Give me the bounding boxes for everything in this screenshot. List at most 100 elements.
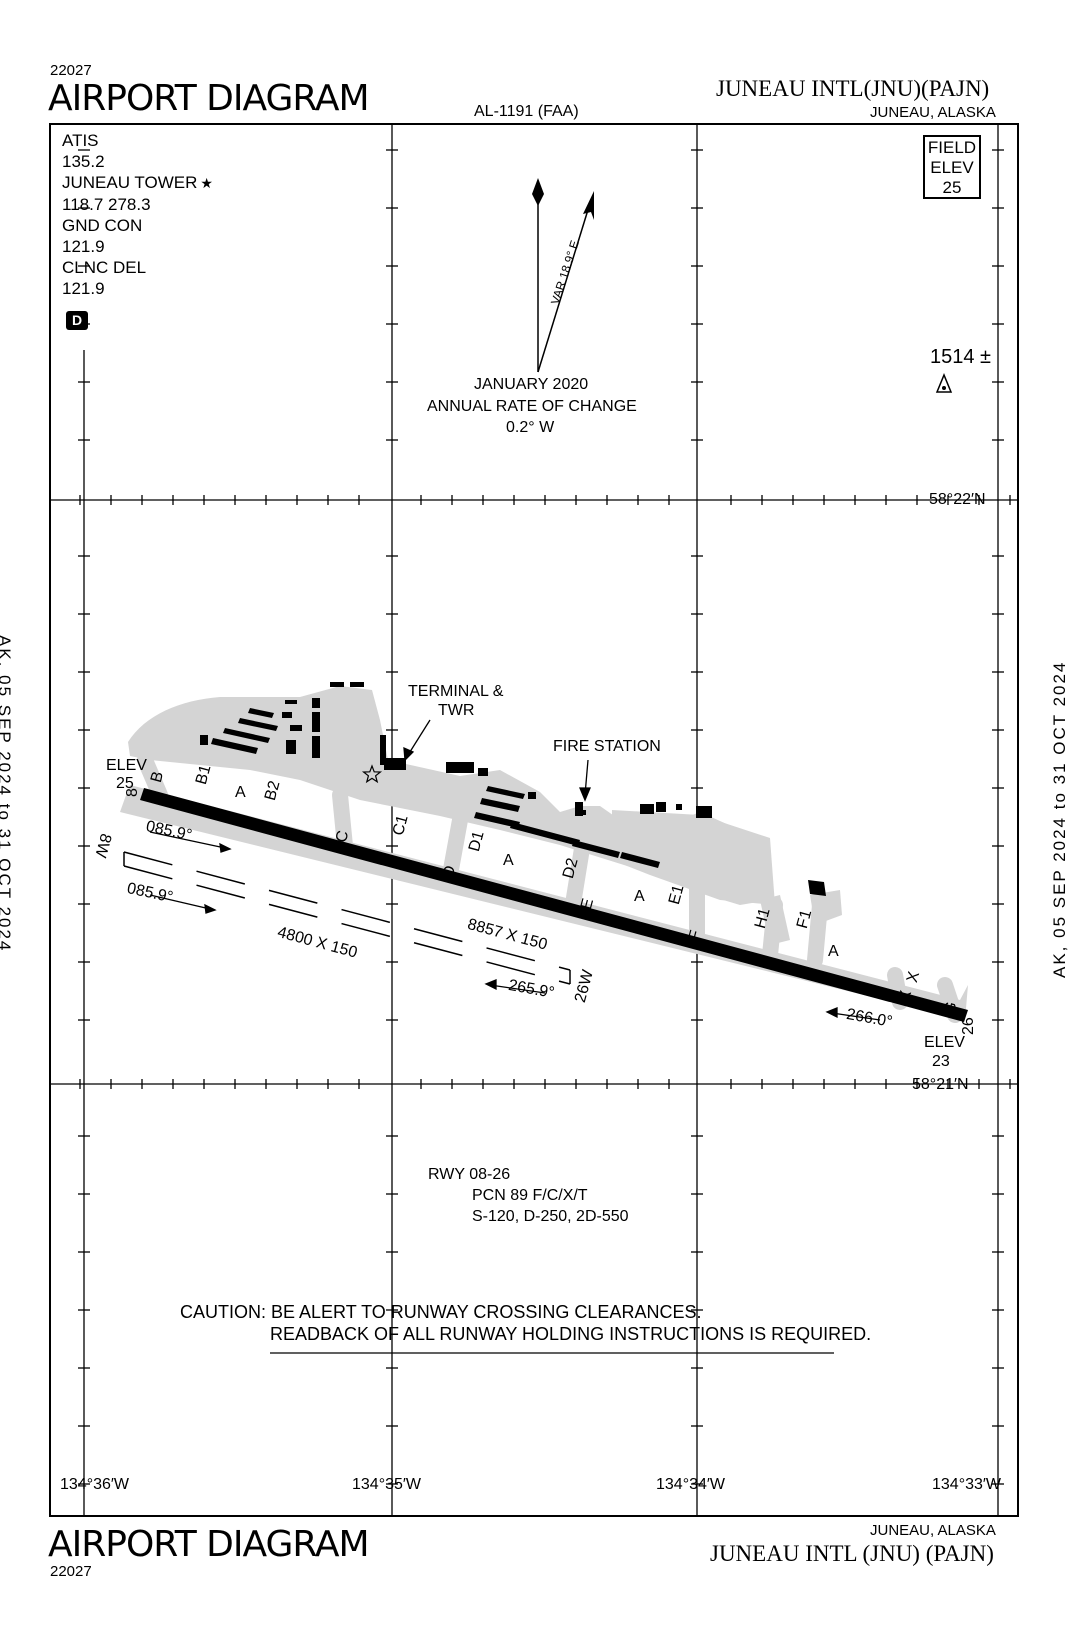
building xyxy=(223,728,270,743)
east-apron xyxy=(612,810,775,905)
building xyxy=(474,812,520,828)
faa-procedure-code: AL-1191 (FAA) xyxy=(474,103,579,120)
caution-note: CAUTION: BE ALERT TO RUNWAY CROSSING CLE… xyxy=(180,1302,702,1322)
latitude-north: 58°22′N xyxy=(929,491,986,508)
atis-label: ATIS xyxy=(62,131,99,150)
clearance-frequency: 121.9 xyxy=(62,279,105,298)
readback-note: READBACK OF ALL RUNWAY HOLDING INSTRUCTI… xyxy=(270,1324,872,1344)
footer-city: JUNEAU, ALASKA xyxy=(870,1522,996,1539)
longitude-1: 134°36′W xyxy=(60,1476,129,1493)
building xyxy=(285,700,297,704)
control-tower-icon xyxy=(361,764,383,784)
building xyxy=(696,806,712,818)
leader-lines xyxy=(403,719,591,802)
ground-label: GND CON xyxy=(62,216,143,235)
building xyxy=(248,708,274,718)
validity-left: AK, 05 SEP 2024 to 31 OCT 2024 xyxy=(0,635,14,953)
atis-frequency: 135.2 xyxy=(62,152,105,171)
terminal-label-2: TWR xyxy=(438,702,475,719)
taxiway-a-label-1: A xyxy=(235,784,246,801)
chart-border xyxy=(49,123,1019,1517)
terminal-label: TERMINAL & xyxy=(408,683,504,700)
building xyxy=(572,840,620,858)
footer-chart-number: 22027 xyxy=(50,1563,92,1580)
building xyxy=(478,768,488,776)
frequency-list: ATIS 135.2 JUNEAU TOWER★ 118.7 278.3 GND… xyxy=(62,130,213,299)
taxiway-d-connector xyxy=(442,812,468,883)
magvar-rate-label: ANNUAL RATE OF CHANGE xyxy=(427,398,637,415)
taxiway-a-label-3: A xyxy=(634,888,645,905)
elevation-west-label: ELEV xyxy=(106,757,147,774)
taxiway-a-label-2: A xyxy=(503,852,514,869)
building xyxy=(640,804,654,814)
elevation-west: 25 xyxy=(116,775,134,792)
latitude-south: 58°21′N xyxy=(912,1076,969,1093)
connector-taxiways xyxy=(137,752,963,1023)
building xyxy=(290,725,302,731)
chart-title: AIRPORT DIAGRAM xyxy=(48,78,370,119)
building xyxy=(200,735,208,745)
airport-name-header: JUNEAU INTL(JNU)(PAJN) xyxy=(716,76,989,102)
runway-weight-limits: S-120, D-250, 2D-550 xyxy=(472,1208,629,1225)
part-time-star-icon: ★ xyxy=(200,175,213,191)
building xyxy=(510,822,580,846)
longitude-4: 134°33′W xyxy=(932,1476,1001,1493)
magnetic-north-line xyxy=(537,199,592,373)
building xyxy=(312,712,320,732)
building xyxy=(238,718,278,731)
taxiway-b-connector xyxy=(137,752,168,803)
footer-airport-name-text: JUNEAU INTL xyxy=(710,1541,857,1566)
building xyxy=(282,712,292,718)
longitude-3: 134°34′W xyxy=(656,1476,725,1493)
field-elevation-box: FIELD ELEV 25 xyxy=(923,135,981,199)
terminal-building xyxy=(380,735,386,765)
runway-end-26: 26 xyxy=(960,1017,977,1035)
fire-station-building xyxy=(580,810,586,815)
field-elev-label-2: ELEV xyxy=(930,158,974,177)
true-north-arrowhead xyxy=(532,178,544,206)
footer-airport-name: JUNEAU INTL (JNU) (PAJN) xyxy=(710,1541,994,1567)
runway-pcn: PCN 89 F/C/X/T xyxy=(472,1187,588,1204)
airport-city: JUNEAU, ALASKA xyxy=(870,104,996,121)
runway-pcn-title: RWY 08-26 xyxy=(428,1166,511,1183)
tower-frequency: 118.7 278.3 xyxy=(62,195,151,214)
clearance-label: CLNC DEL xyxy=(62,258,147,277)
footer-title: AIRPORT DIAGRAM xyxy=(48,1524,370,1565)
runway-end-8: 8 xyxy=(124,788,141,797)
building xyxy=(286,740,296,754)
building xyxy=(446,762,474,773)
magnetic-variation-arrows xyxy=(532,178,594,373)
building xyxy=(312,736,320,758)
building xyxy=(656,802,666,812)
building xyxy=(528,792,536,799)
taxiway-c-connector xyxy=(332,787,353,854)
taxiway-h-connector xyxy=(762,897,783,963)
validity-right: AK, 05 SEP 2024 to 31 OCT 2024 xyxy=(1050,660,1069,978)
magvar-rate: 0.2° W xyxy=(506,419,555,436)
building xyxy=(480,798,520,812)
grid-ticks xyxy=(78,149,1011,1485)
elevation-east: 23 xyxy=(932,1053,950,1070)
ground-frequency: 121.9 xyxy=(62,237,105,256)
terminal-building xyxy=(384,758,406,770)
obstacle-height: 1514 ± xyxy=(930,346,992,368)
airport-name: JUNEAU INTL xyxy=(716,76,864,101)
magvar-date: JANUARY 2020 xyxy=(474,376,589,393)
fire-station-label: FIRE STATION xyxy=(553,738,661,755)
building xyxy=(676,804,682,810)
tower-name: JUNEAU TOWER xyxy=(62,173,198,192)
heading-arrows xyxy=(149,831,881,1021)
building xyxy=(620,852,660,868)
building xyxy=(808,880,826,896)
tower-label: JUNEAU TOWER★ xyxy=(62,172,213,194)
obstacle-icon xyxy=(935,373,953,393)
building xyxy=(211,738,258,754)
digital-atis-icon: D xyxy=(66,311,88,330)
field-elev-value: 25 xyxy=(942,178,962,197)
magnetic-north-arrowhead xyxy=(583,191,594,220)
runway-08-26 xyxy=(140,788,968,1022)
taxiway-a-label-4: A xyxy=(828,943,839,960)
building xyxy=(350,682,364,687)
airport-ids: (JNU)(PAJN) xyxy=(863,76,990,101)
